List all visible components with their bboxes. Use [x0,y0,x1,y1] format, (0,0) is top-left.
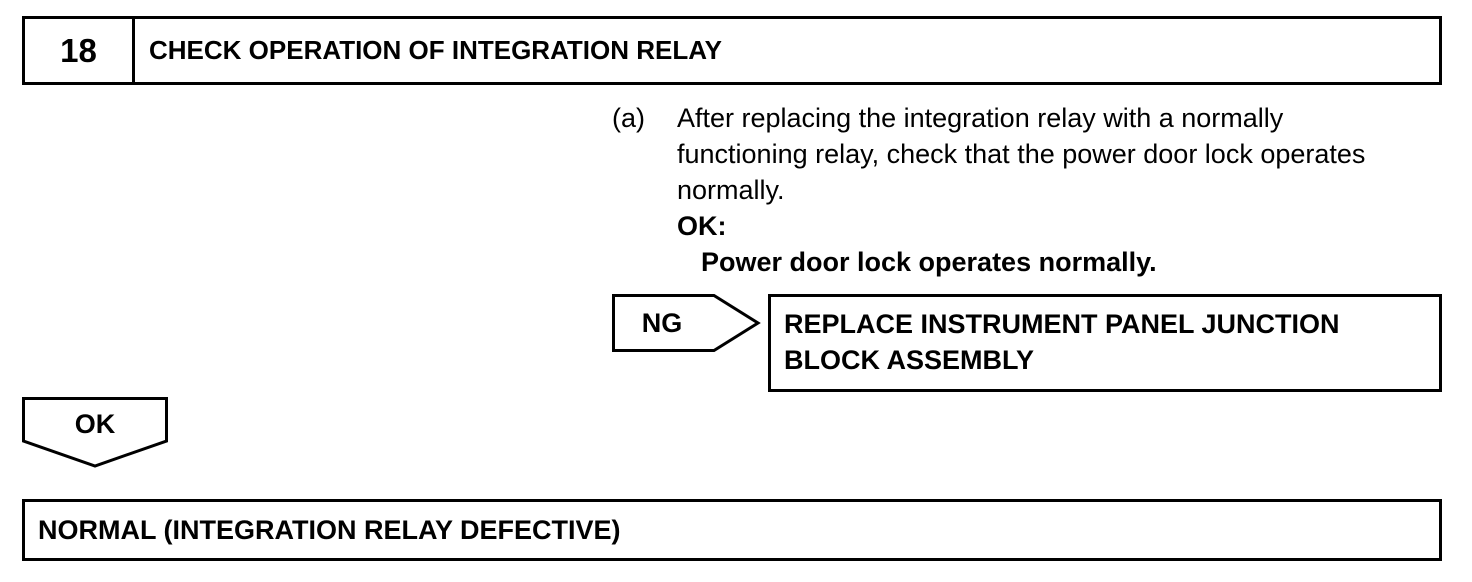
ok-criteria-label: OK: [677,211,727,241]
ng-action-text: REPLACE INSTRUMENT PANEL JUNCTION BLOCK … [784,309,1340,375]
step-header: 18 CHECK OPERATION OF INTEGRATION RELAY [22,16,1442,85]
ok-criteria-detail: Power door lock operates normally. [701,247,1157,277]
result-text: NORMAL (INTEGRATION RELAY DEFECTIVE) [38,514,621,545]
ok-label: OK [74,408,116,439]
instruction-marker: (a) [612,103,645,133]
ng-label: NG [641,307,683,338]
step-title: CHECK OPERATION OF INTEGRATION RELAY [149,35,722,65]
instruction-text: After replacing the integration relay wi… [677,103,1366,205]
instruction-body: After replacing the integration relay wi… [677,100,1387,280]
ok-down-arrow-icon [22,397,168,468]
result-box: NORMAL (INTEGRATION RELAY DEFECTIVE) [22,499,1442,561]
step-number: 18 [25,19,135,82]
ng-action-box: REPLACE INSTRUMENT PANEL JUNCTION BLOCK … [768,294,1442,392]
ng-arrow-icon [612,294,761,352]
